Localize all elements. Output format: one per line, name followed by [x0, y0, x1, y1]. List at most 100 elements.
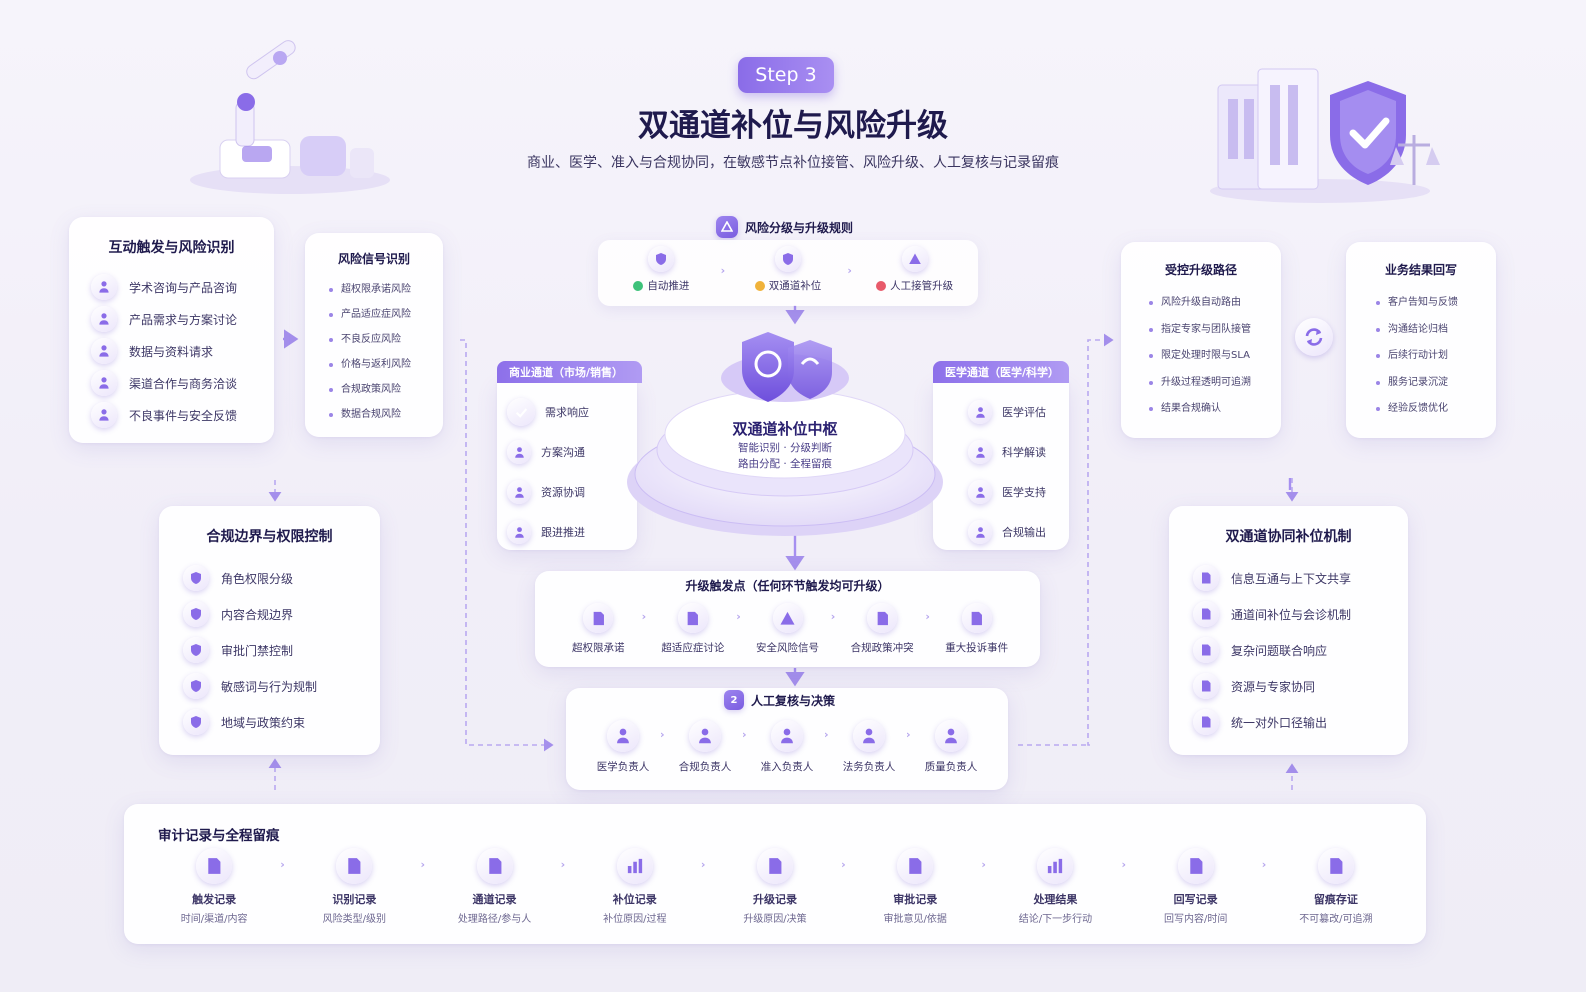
audit-item-label: 处理结果 [1033, 893, 1078, 906]
hub-line1: 智能识别 · 分级判断 [737, 442, 832, 454]
channel-item-label: 资源协调 [541, 486, 585, 499]
trigger-item-label: 合规政策冲突 [850, 642, 914, 654]
medical-channel-card [933, 382, 1069, 550]
audit-item-label: 补位记录 [612, 893, 657, 906]
risk-signals-card: 风险信号识别 超权限承诺风险产品适应症风险不良反应风险价格与返利风险合规政策风险… [305, 233, 443, 437]
risk-rule-label: 双通道补位 [768, 280, 822, 292]
collab-card: 双通道协同补位机制 信息互通与上下文共享通道间补位与会诊机制复杂问题联合响应资源… [1169, 506, 1408, 755]
trigger-item-label: 重大投诉事件 [945, 642, 1009, 654]
reviewer-item: 准入负责人 [732, 720, 842, 774]
channel-item-label: 医学支持 [1002, 486, 1046, 499]
medical-channel-item: 医学评估 [968, 392, 1046, 432]
risk-signals-title: 风险信号识别 [337, 252, 410, 266]
review-title: 人工复核与决策 [751, 693, 836, 708]
audit-item: 识别记录风险类型/级别 [299, 848, 409, 925]
flow-arrow-icon: › [420, 858, 425, 871]
audit-item-icon [897, 848, 934, 884]
risk-signal-item: 不良反应风险 [327, 327, 443, 352]
risk-rule-item: 双通道补位 [728, 246, 848, 293]
interaction-item-label: 不良事件与安全反馈 [129, 408, 238, 423]
reviewer-item: 质量负责人 [896, 720, 1006, 774]
hub-line2: 路由分配 · 全程留痕 [737, 458, 832, 470]
audit-item-sub: 补位原因/过程 [603, 914, 667, 925]
flow-arrow-icon: › [981, 858, 986, 871]
reviewer-item: 法务负责人 [814, 720, 924, 774]
channel-item-label: 跟进推进 [541, 526, 585, 539]
doc-icon [1193, 673, 1219, 699]
risk-signal-item: 合规政策风险 [327, 377, 443, 402]
flow-arrow-icon: › [925, 610, 930, 623]
reviewer-item: 合规负责人 [650, 720, 760, 774]
trigger-item: 安全风险信号 [733, 603, 843, 655]
interaction-item: 不良事件与安全反馈 [91, 399, 274, 431]
trigger-item-icon [867, 603, 898, 633]
medical-channel-item: 科学解读 [968, 432, 1046, 472]
writeback-title: 业务结果回写 [1384, 263, 1457, 277]
triggers-row: 超权限承诺›超适应症讨论›安全风险信号›合规政策冲突›重大投诉事件 [535, 603, 1040, 663]
flow-arrow-icon: › [736, 610, 741, 623]
collab-item-label: 复杂问题联合响应 [1231, 643, 1328, 658]
risk-level-icon [775, 246, 801, 272]
collab-item: 复杂问题联合响应 [1193, 632, 1408, 668]
audit-item-sub: 风险类型/级别 [322, 914, 387, 925]
status-dot [876, 280, 887, 291]
writeback-item: 客户告知与反馈 [1374, 290, 1496, 317]
page-title: 双通道补位与风险升级 [638, 108, 948, 144]
escalation-item: 升级过程透明可追溯 [1147, 370, 1281, 397]
audit-item-label: 通道记录 [472, 893, 517, 906]
audit-item-label: 升级记录 [753, 893, 797, 906]
interaction-item-label: 数据与资料请求 [129, 344, 214, 359]
interaction-card: 互动触发与风险识别 学术咨询与产品咨询产品需求与方案讨论数据与资料请求渠道合作与… [69, 217, 274, 443]
audit-item-icon [1177, 848, 1214, 884]
channel-item-icon [968, 520, 992, 544]
flow-arrow-icon: › [906, 728, 911, 741]
audit-item-icon [1317, 848, 1354, 884]
risk-rules-title: 风险分级与升级规则 [745, 220, 854, 235]
audit-item-icon [336, 848, 373, 884]
medical-channel-item: 合规输出 [968, 512, 1046, 552]
audit-item-sub: 升级原因/决策 [743, 914, 807, 925]
status-dot [754, 280, 765, 291]
doc-icon [1193, 637, 1219, 663]
warning-icon [716, 216, 738, 238]
channel-item-label: 合规输出 [1002, 526, 1046, 539]
audit-row: 触发记录时间/渠道/内容›识别记录风险类型/级别›通道记录处理路径/参与人›补位… [124, 848, 1426, 938]
hub-title: 双通道补位中枢 [732, 420, 838, 438]
user-icon [91, 402, 117, 428]
channel-item-label: 科学解读 [1002, 446, 1046, 459]
audit-item-sub: 处理路径/参与人 [457, 914, 532, 925]
page-subtitle: 商业、医学、准入与合规协同，在敏感节点补位接管、风险升级、人工复核与记录留痕 [527, 155, 1059, 171]
trigger-item-icon [677, 603, 708, 633]
channel-item-icon [507, 480, 531, 504]
audit-item-sub: 时间/渠道/内容 [180, 914, 248, 925]
reviewer-item-label: 合规负责人 [678, 761, 732, 773]
escalation-item: 指定专家与团队接管 [1147, 317, 1281, 344]
collab-item-label: 资源与专家协同 [1231, 679, 1316, 694]
shield-icon [183, 673, 209, 699]
interaction-item: 学术咨询与产品咨询 [91, 271, 274, 303]
trigger-item-icon [772, 603, 803, 633]
interaction-item: 渠道合作与商务洽谈 [91, 367, 274, 399]
hub-platform [627, 332, 943, 536]
boundary-item-label: 敏感词与行为规制 [221, 679, 318, 694]
interaction-item-label: 产品需求与方案讨论 [129, 312, 238, 327]
channel-item-icon [968, 440, 992, 464]
channel-item-icon [968, 480, 992, 504]
flow-arrow-icon: › [830, 610, 836, 623]
audit-item: 留痕存证不可篡改/可追溯 [1281, 848, 1391, 925]
escalation-item: 风险升级自动路由 [1147, 290, 1281, 317]
business-channel-tab: 商业通道（市场/销售） [497, 361, 642, 383]
reviewer-item-icon [853, 720, 885, 752]
audit-item-label: 留痕存证 [1313, 893, 1358, 906]
risk-level-icon [901, 246, 928, 272]
boundary-card: 合规边界与权限控制 角色权限分级内容合规边界审批门禁控制敏感词与行为规制地域与政… [159, 506, 380, 755]
trigger-item-label: 超适应症讨论 [661, 642, 725, 654]
risk-rule-item: 自动推进 [601, 246, 721, 293]
flow-arrow-icon: › [660, 728, 665, 741]
channel-item-icon [507, 440, 531, 464]
audit-item-label: 触发记录 [192, 893, 237, 906]
reviewer-item-icon [607, 720, 639, 752]
audit-item-icon [616, 848, 653, 884]
